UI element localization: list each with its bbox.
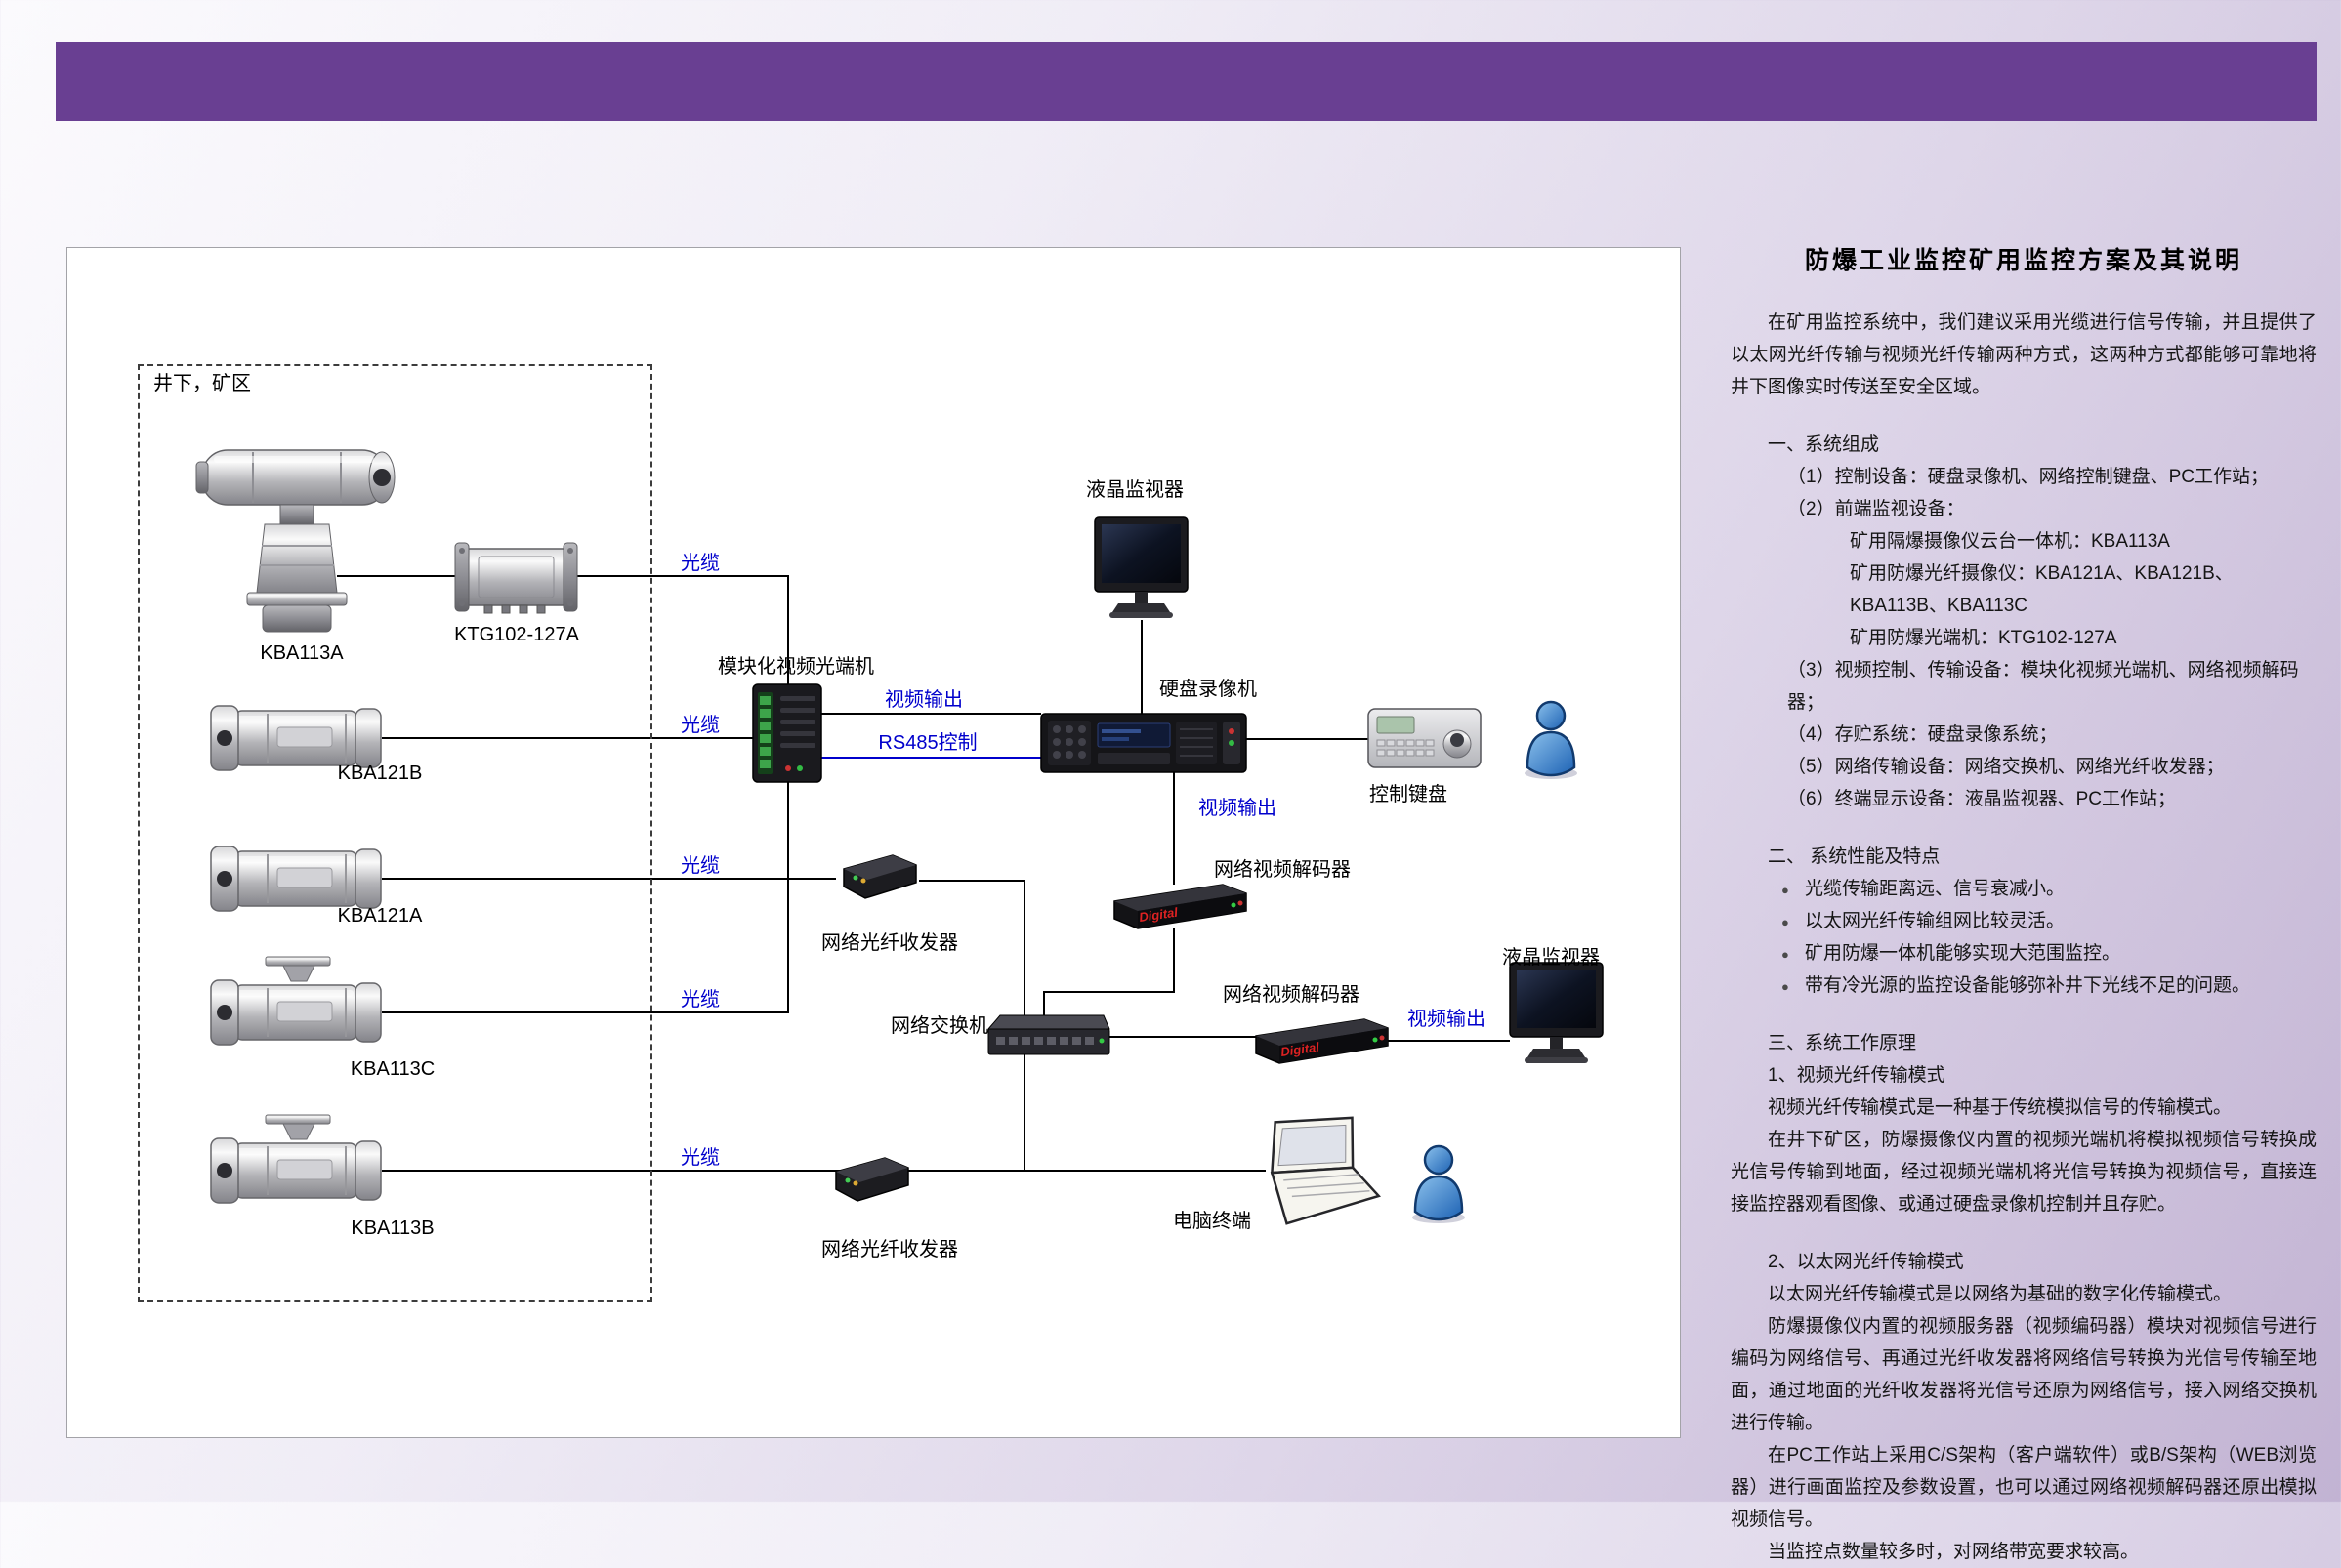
diagram-panel: Digital Digital 井下，矿区 KBA113A KTG102-127… <box>66 247 1681 1438</box>
cable-label-1: 光缆 <box>681 553 720 574</box>
mine-zone-boundary <box>138 364 652 1302</box>
s3-paragraph-6: 当监控点数量较多时，对网络带宽要求较高。 <box>1768 1542 2140 1562</box>
kba113a-device <box>195 449 396 633</box>
label-fiber-transceiver-2: 网络光纤收发器 <box>821 1239 958 1260</box>
label-kba113c: KBA113C <box>350 1058 436 1080</box>
section2-heading: 二、 系统性能及特点 <box>1768 846 1941 867</box>
lcd-monitor-1-device <box>1094 516 1189 619</box>
label-lcd-monitor-1: 液晶监视器 <box>1086 479 1184 501</box>
connection-lines <box>337 575 1510 1172</box>
cable-label-4: 光缆 <box>681 989 720 1011</box>
label-video-decoder-2: 网络视频解码器 <box>1223 984 1359 1006</box>
s1-item-2c: 矿用防爆光端机：KTG102-127A <box>1850 628 2117 648</box>
label-lcd-monitor-2: 液晶监视器 <box>1502 947 1600 969</box>
header-bar <box>56 42 2317 121</box>
label-kba121b: KBA121B <box>337 763 423 784</box>
label-ktg102-127a: KTG102-127A <box>454 624 579 645</box>
s1-item-2a: 矿用隔爆摄像仪云台一体机：KBA113A <box>1850 531 2170 552</box>
network-switch-device <box>986 1014 1110 1055</box>
video-out-label-3: 视频输出 <box>1407 1009 1485 1030</box>
s2-bullet-3: 矿用防爆一体机能够实现大范围监控。 <box>1731 937 2317 970</box>
control-keyboard-device <box>1367 708 1482 768</box>
label-dvr: 硬盘录像机 <box>1159 679 1257 700</box>
label-kba113b: KBA113B <box>351 1217 435 1239</box>
cable-label-5: 光缆 <box>681 1147 720 1169</box>
s1-item-2: （2）前端监视设备： <box>1787 499 1965 519</box>
label-fiber-transceiver-1: 网络光纤收发器 <box>821 932 958 954</box>
video-out-label-1: 视频输出 <box>885 689 963 711</box>
zone-label: 井下，矿区 <box>153 373 251 394</box>
fiber-transceiver-1-device <box>843 854 917 899</box>
label-pc-terminal: 电脑终端 <box>1173 1211 1251 1232</box>
line-decoder1-switch <box>1043 928 1175 1015</box>
label-control-keyboard: 控制键盘 <box>1369 784 1447 805</box>
intro-paragraph: 在矿用监控系统中，我们建议采用光缆进行信号传输，并且提供了以太网光纤传输与视频光… <box>1731 312 2317 397</box>
video-decoder-1-device <box>1113 884 1247 929</box>
ktg102-device <box>454 542 578 614</box>
section3-heading: 三、系统工作原理 <box>1768 1033 1917 1053</box>
section1-heading: 一、系统组成 <box>1768 434 1880 455</box>
diagram-canvas: Digital Digital <box>195 449 1604 1225</box>
line-kba113c-videoterminal <box>382 782 789 1013</box>
decoder2-brand-text: Digital <box>1279 1040 1320 1059</box>
s1-item-4: （4）存贮系统：硬盘录像系统； <box>1787 724 2058 745</box>
label-video-optical-terminal: 模块化视频光端机 <box>718 656 874 678</box>
operator-person-2 <box>1410 1144 1467 1225</box>
video-optical-terminal-device <box>752 683 822 783</box>
s2-bullet-1: 光缆传输距离远、信号衰减小。 <box>1731 873 2317 906</box>
s1-item-2b: 矿用防爆光纤摄像仪：KBA121A、KBA121B、KBA113B、KBA113… <box>1850 563 2234 616</box>
s1-item-1: （1）控制设备：硬盘录像机、网络控制键盘、PC工作站； <box>1787 467 2269 487</box>
label-network-switch: 网络交换机 <box>891 1015 988 1037</box>
operator-person-1 <box>1523 700 1579 781</box>
rs485-label: RS485控制 <box>878 732 978 754</box>
decoder1-brand-text: Digital <box>1138 905 1179 925</box>
s3-paragraph-1: 视频光纤传输模式是一种基于传统模拟信号的传输模式。 <box>1768 1097 2233 1118</box>
s3-paragraph-5: 在PC工作站上采用C/S架构（客户端软件）或B/S架构（WEB浏览器）进行画面监… <box>1731 1445 2317 1530</box>
s1-item-3: （3）视频控制、传输设备：模块化视频光端机、网络视频解码器； <box>1787 660 2299 713</box>
s3-paragraph-2: 在井下矿区，防爆摄像仪内置的视频光端机将模拟视频信号转换成光信号传输到地面，经过… <box>1731 1130 2317 1215</box>
s3-mode1-heading: 1、视频光纤传输模式 <box>1768 1065 1945 1086</box>
line-ktg-videoterminal <box>577 575 789 684</box>
lcd-monitor-2-device <box>1509 962 1604 1064</box>
line-transceiver1-switch <box>919 880 1025 1015</box>
label-video-decoder-1: 网络视频解码器 <box>1214 859 1351 881</box>
s3-mode2-heading: 2、以太网光纤传输模式 <box>1768 1252 1964 1272</box>
video-decoder-2-device <box>1255 1018 1389 1064</box>
fiber-transceiver-2-device <box>835 1157 909 1202</box>
label-kba113a: KBA113A <box>260 642 344 664</box>
s3-paragraph-3: 以太网光纤传输模式是以网络为基础的数字化传输模式。 <box>1768 1284 2233 1304</box>
s2-bullet-4: 带有冷光源的监控设备能够弥补井下光线不足的问题。 <box>1731 970 2317 1003</box>
article-title: 防爆工业监控矿用监控方案及其说明 <box>1804 247 2242 274</box>
laptop-device <box>1270 1116 1381 1225</box>
dvr-device <box>1040 713 1247 773</box>
cable-label-3: 光缆 <box>681 855 720 877</box>
article-panel: 防爆工业监控矿用监控方案及其说明 在矿用监控系统中，我们建议采用光缆进行信号传输… <box>1731 244 2317 1568</box>
s3-paragraph-4: 防爆摄像仪内置的视频服务器（视频编码器）模块对视频信号进行编码为网络信号、再通过… <box>1731 1316 2317 1433</box>
s1-item-5: （5）网络传输设备：网络交换机、网络光纤收发器； <box>1787 757 2225 777</box>
cable-label-2: 光缆 <box>681 715 720 736</box>
video-out-label-2: 视频输出 <box>1198 798 1276 819</box>
s1-item-6: （6）终端显示设备：液晶监视器、PC工作站； <box>1787 789 2176 809</box>
label-kba121a: KBA121A <box>337 905 423 927</box>
s2-bullet-2: 以太网光纤传输组网比较灵活。 <box>1731 905 2317 938</box>
